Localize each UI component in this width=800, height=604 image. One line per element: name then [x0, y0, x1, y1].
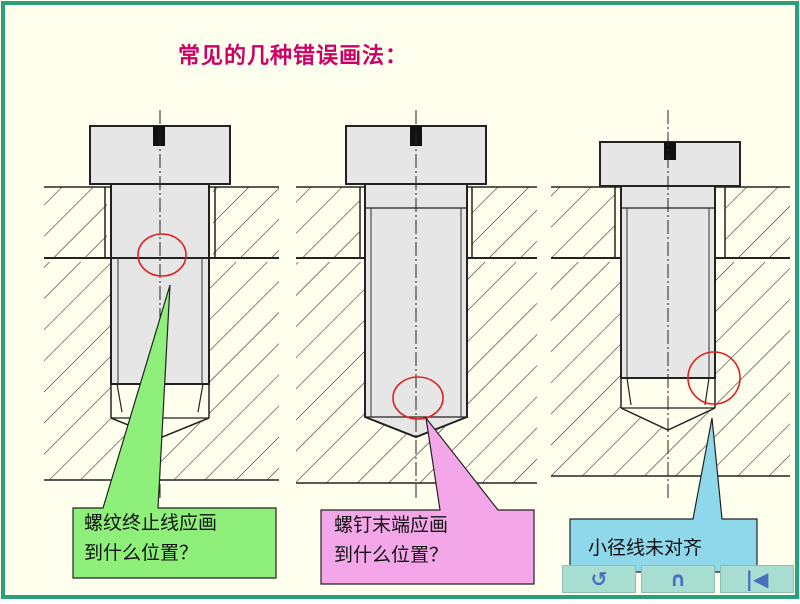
- figure-2: [296, 110, 537, 500]
- nav-back-button[interactable]: ↺: [562, 565, 636, 593]
- slide-title: 常见的几种错误画法：: [178, 44, 409, 69]
- return-icon: ∩: [669, 567, 687, 591]
- first-page-icon: |◀: [745, 567, 769, 591]
- callout-1-line-1: 螺纹终止线应画: [84, 512, 218, 534]
- callout-1-bubble: [72, 284, 277, 579]
- u-turn-back-icon: ↺: [590, 567, 608, 591]
- figure-3: [551, 110, 790, 500]
- screw-slot: [153, 126, 165, 146]
- error-highlight-circle: [392, 376, 444, 420]
- nav-return-button[interactable]: ∩: [641, 565, 715, 593]
- callout-3-line-1: 小径线未对齐: [588, 537, 703, 559]
- nav-first-button[interactable]: |◀: [720, 565, 794, 593]
- callout-2-bubble: [320, 415, 535, 585]
- figure-1: [44, 110, 279, 500]
- bottom-plate-hatch: [44, 262, 279, 480]
- bottom-plate-hatch: [296, 262, 537, 483]
- screw-slot: [664, 142, 676, 160]
- top-plate-hatch: [296, 187, 537, 258]
- callout-2-text: 螺钉末端应画 到什么位置？: [334, 510, 448, 570]
- error-highlight-circle: [137, 233, 187, 277]
- bottom-plate-hatch: [551, 262, 790, 476]
- error-highlight-circle: [687, 351, 741, 405]
- top-plate-hatch: [44, 187, 279, 258]
- callout-1-line-2: 到什么位置？: [84, 542, 199, 564]
- callout-2-line-1: 螺钉末端应画: [334, 514, 449, 536]
- callout-2: [320, 415, 535, 585]
- callout-2-line-2: 到什么位置？: [334, 544, 449, 566]
- callout-1: [72, 284, 277, 579]
- callout-1-text: 螺纹终止线应画 到什么位置？: [84, 508, 217, 568]
- top-plate-hatch: [551, 187, 790, 258]
- callout-3-text: 小径线未对齐: [588, 533, 702, 563]
